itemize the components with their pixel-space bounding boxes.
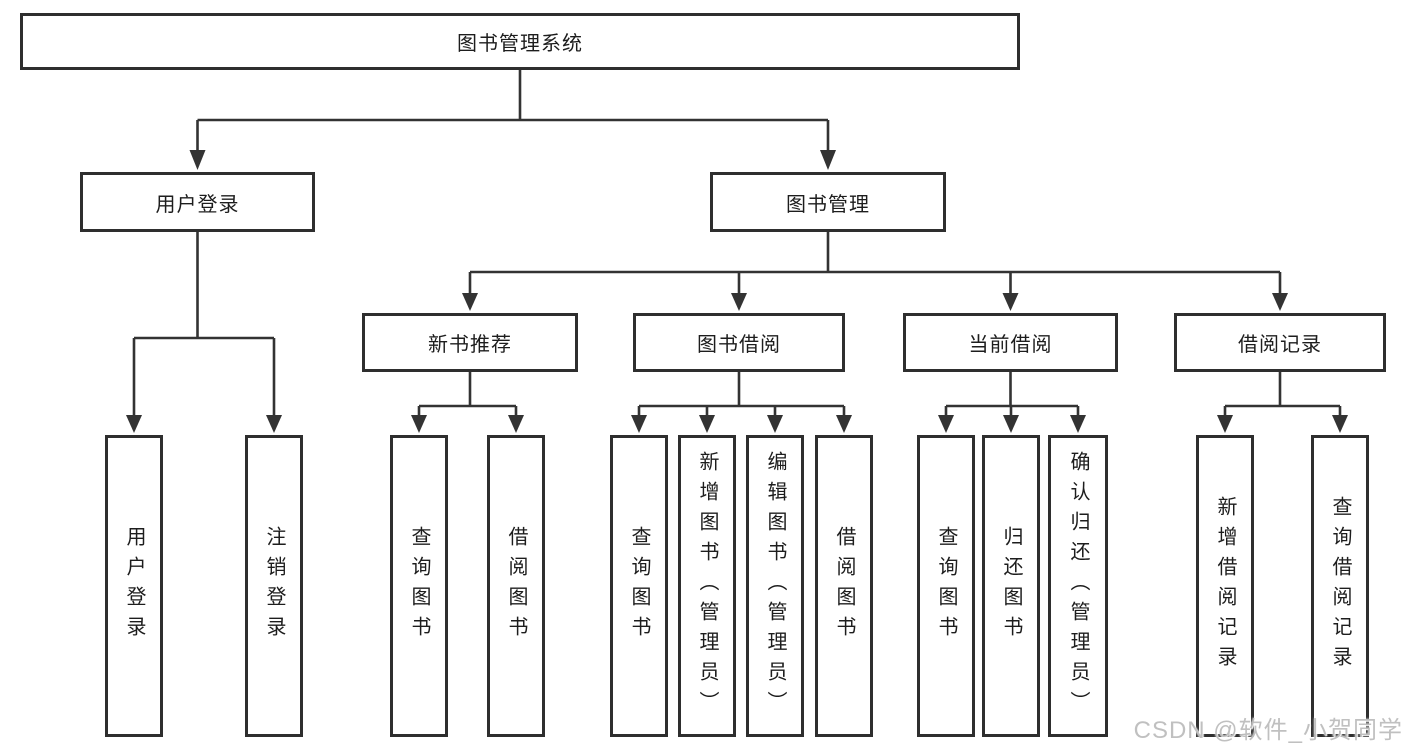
node-current-borrow: 当前借阅 bbox=[903, 313, 1118, 372]
arrow-down-icon bbox=[126, 415, 142, 433]
arrow-down-icon bbox=[1272, 293, 1288, 311]
node-leaf-add-borrow-record: 新增借阅记录 bbox=[1196, 435, 1254, 737]
node-leaf-user-login: 用户登录 bbox=[105, 435, 163, 737]
csdn-watermark: CSDN @软件_小贺同学 bbox=[1133, 717, 1403, 744]
node-leaf-query-borrow-record: 查询借阅记录 bbox=[1311, 435, 1369, 737]
node-new-book-recommend: 新书推荐 bbox=[362, 313, 578, 372]
node-book-management: 图书管理 bbox=[710, 172, 946, 232]
node-user-login: 用户登录 bbox=[80, 172, 315, 232]
arrow-down-icon bbox=[462, 293, 478, 311]
node-borrow-records: 借阅记录 bbox=[1174, 313, 1386, 372]
arrowheads bbox=[126, 150, 1348, 433]
node-leaf-add-book-admin: 新增图书（管理员） bbox=[678, 435, 736, 737]
arrow-down-icon bbox=[411, 415, 427, 433]
node-leaf-return-book: 归还图书 bbox=[982, 435, 1040, 737]
node-leaf-query-book-3: 查询图书 bbox=[917, 435, 975, 737]
node-leaf-logout: 注销登录 bbox=[245, 435, 303, 737]
node-leaf-borrow-book-1: 借阅图书 bbox=[487, 435, 545, 737]
node-leaf-query-book-2: 查询图书 bbox=[610, 435, 668, 737]
arrow-down-icon bbox=[1332, 415, 1348, 433]
node-book-borrow: 图书借阅 bbox=[633, 313, 845, 372]
node-leaf-query-book-1: 查询图书 bbox=[390, 435, 448, 737]
arrow-down-icon bbox=[1003, 415, 1019, 433]
arrow-down-icon bbox=[631, 415, 647, 433]
arrow-down-icon bbox=[836, 415, 852, 433]
arrow-down-icon bbox=[938, 415, 954, 433]
arrow-down-icon bbox=[699, 415, 715, 433]
arrow-down-icon bbox=[1070, 415, 1086, 433]
arrow-down-icon bbox=[508, 415, 524, 433]
arrow-down-icon bbox=[189, 150, 206, 170]
arrow-down-icon bbox=[767, 415, 783, 433]
connector-path bbox=[132, 70, 1342, 417]
node-root-system: 图书管理系统 bbox=[20, 13, 1020, 70]
arrow-down-icon bbox=[1217, 415, 1233, 433]
arrow-down-icon bbox=[266, 415, 282, 433]
arrow-down-icon bbox=[820, 150, 836, 170]
node-leaf-confirm-return-admin: 确认归还（管理员） bbox=[1048, 435, 1108, 737]
node-leaf-borrow-book-2: 借阅图书 bbox=[815, 435, 873, 737]
node-leaf-edit-book-admin: 编辑图书（管理员） bbox=[746, 435, 804, 737]
arrow-down-icon bbox=[1002, 293, 1019, 311]
arrow-down-icon bbox=[731, 293, 747, 311]
